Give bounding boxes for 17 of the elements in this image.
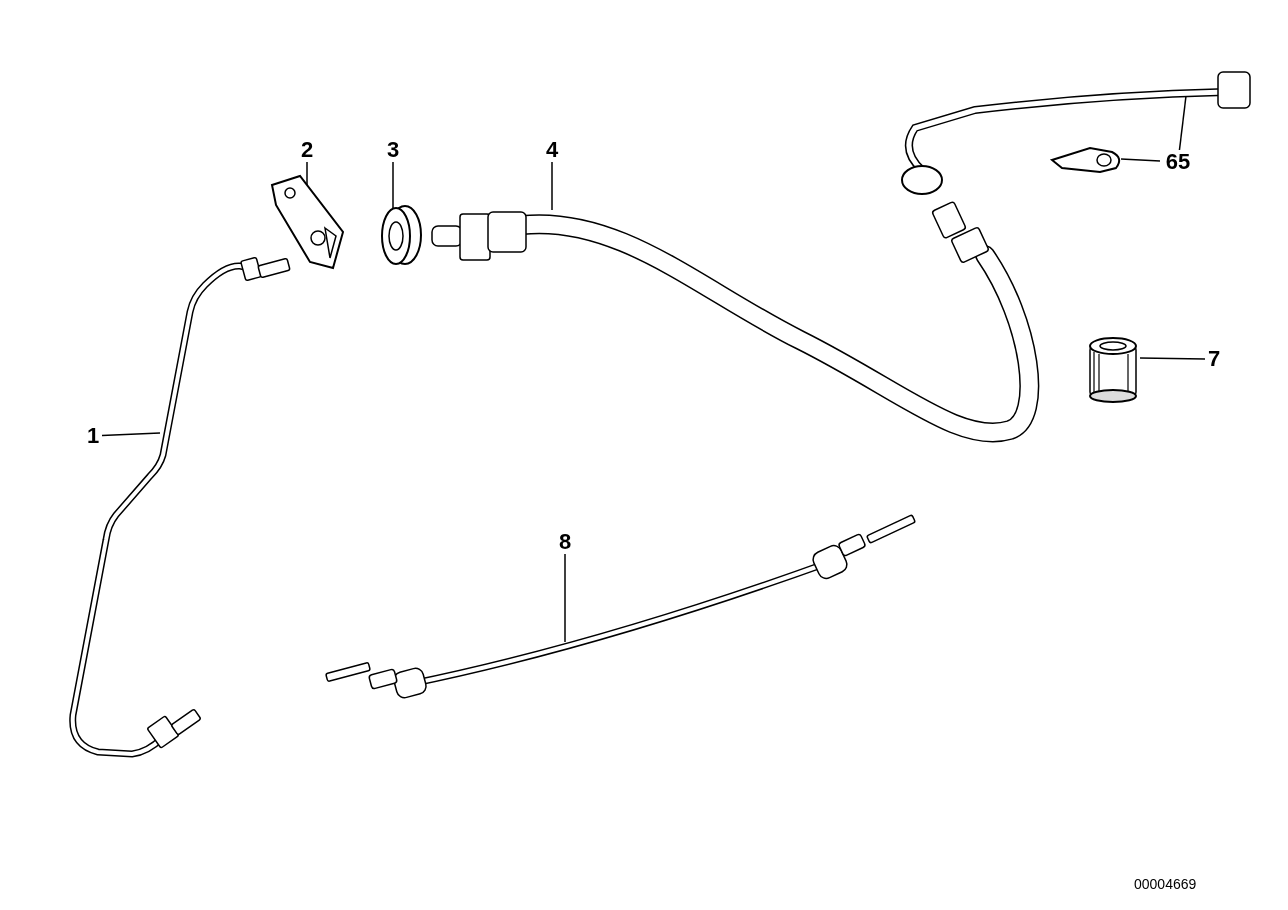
callout-number: 1 <box>84 424 102 448</box>
leader-line <box>1178 95 1187 151</box>
leader-line <box>564 553 566 643</box>
callout-number: 4 <box>543 138 561 162</box>
callout-number: 2 <box>298 138 316 162</box>
callout-number: 7 <box>1205 347 1223 371</box>
callout-number: 65 <box>1160 150 1196 174</box>
callout-number: 3 <box>384 138 402 162</box>
leader-line <box>101 432 161 437</box>
bracket-drawing <box>268 172 346 272</box>
leader-line <box>392 161 394 209</box>
drawing-number: 00004669 <box>1134 876 1197 892</box>
leader-line <box>1139 357 1206 360</box>
callout-number: 8 <box>556 530 574 554</box>
leader-line <box>1120 158 1161 162</box>
grommet-drawing <box>378 202 424 266</box>
leader-line <box>551 161 553 211</box>
